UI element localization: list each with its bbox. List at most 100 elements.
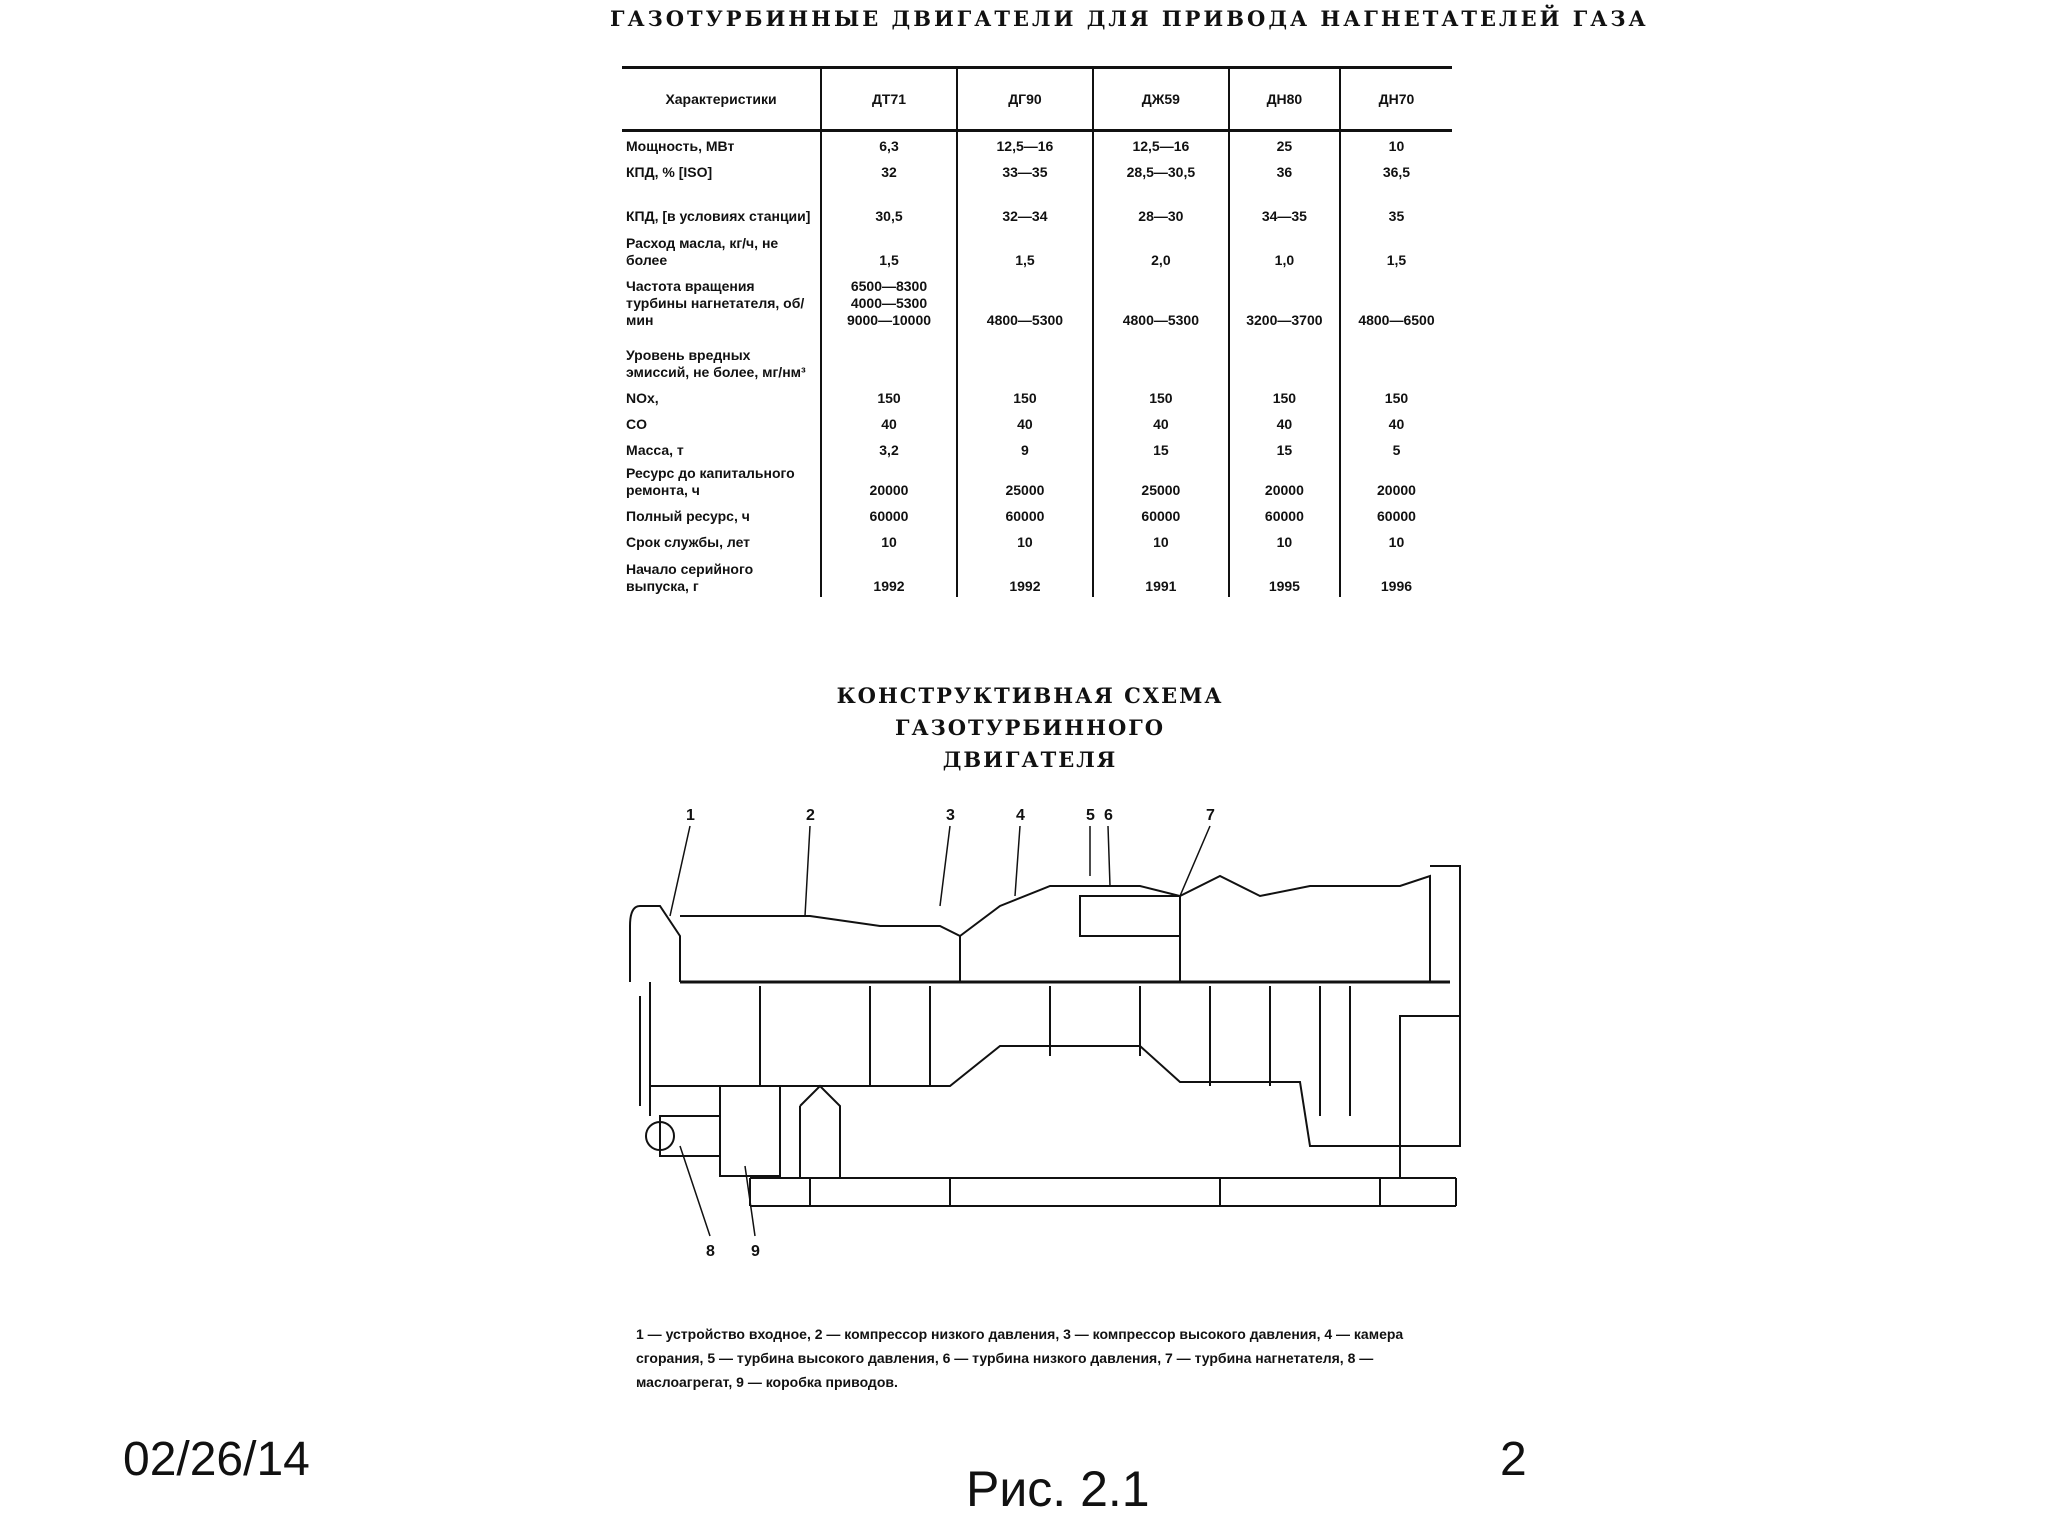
row-value: 40	[1227, 408, 1340, 435]
scheme-title: КОНСТРУКТИВНАЯ СХЕМА ГАЗОТУРБИННОГО ДВИГ…	[820, 680, 1240, 776]
row-label: CO	[626, 415, 647, 432]
hp-compressor-casing	[959, 885, 1181, 982]
drive-support	[799, 1084, 841, 1178]
row-value: 1996	[1338, 552, 1452, 597]
row-value: 40	[1091, 408, 1229, 435]
row-value: 150	[1091, 382, 1229, 409]
diagram-label-8: 8	[706, 1243, 715, 1260]
row-label: Частота вращения турбины нагнетателя, об…	[626, 277, 805, 328]
table-row: Частота вращения турбины нагнетателя, об…	[622, 270, 1452, 331]
leader-lines	[669, 825, 1211, 1237]
header-dt71: ДТ71	[820, 66, 957, 132]
row-value: 4800—5300	[1091, 270, 1229, 331]
row-label: Масса, т	[626, 441, 684, 458]
row-value: 1995	[1227, 552, 1340, 597]
figure-label: Рис. 2.1	[966, 1461, 1150, 1517]
row-value: 10	[1338, 526, 1452, 553]
row-value: 10	[1227, 526, 1340, 553]
row-label: NOx,	[626, 389, 659, 406]
row-label: Начало серийного выпуска, г	[626, 560, 754, 594]
row-value: 10	[820, 526, 957, 553]
table-header-row: Характеристики ДТ71 ДГ90 ДЖ59 ДН80 ДН70	[622, 66, 1452, 132]
row-value: 5	[1338, 434, 1452, 461]
row-value: 3,2	[820, 434, 957, 461]
scheme-title-line1: КОНСТРУКТИВНАЯ СХЕМА	[836, 683, 1224, 708]
row-value: 150	[955, 382, 1093, 409]
gas-turbine-engine-diagram: 1 2 3 4 5 6 7 8 9	[629, 807, 1461, 1260]
row-value: 60000	[1091, 500, 1229, 527]
row-value	[1227, 330, 1340, 383]
lower-casing	[649, 982, 1401, 1178]
header-dzh59: ДЖ59	[1091, 66, 1229, 132]
row-value: 15	[1091, 434, 1229, 461]
gearbox	[719, 1085, 781, 1177]
row-label: Уровень вредных эмиссий, не более, мг/нм…	[626, 346, 806, 380]
oil-unit	[659, 1115, 721, 1157]
row-value: 1992	[955, 552, 1093, 597]
scheme-title-line2: ГАЗОТУРБИННОГО ДВИГАТЕЛЯ	[894, 715, 1166, 772]
oil-pump	[645, 1121, 675, 1151]
row-value	[1091, 330, 1229, 383]
inlet-device	[629, 905, 681, 1116]
row-value: 25000	[1091, 460, 1229, 501]
diagram-label-4: 4	[1016, 807, 1025, 824]
diagram-label-1: 1	[686, 807, 695, 824]
row-value: 3200—3700	[1227, 270, 1340, 331]
row-value	[1338, 330, 1452, 383]
row-value: 150	[1338, 382, 1452, 409]
diagram-label-6: 6	[1104, 807, 1113, 824]
row-value: 60000	[955, 500, 1093, 527]
row-value: 20000	[820, 460, 957, 501]
engine-spec-table: Характеристики ДТ71 ДГ90 ДЖ59 ДН80 ДН70 …	[622, 66, 1452, 597]
row-label: Срок службы, лет	[626, 533, 751, 550]
row-value: 6500—8300 4000—5300 9000—10000	[820, 270, 957, 331]
row-value: 28—30	[1091, 182, 1229, 227]
row-value: 2,0	[1091, 226, 1229, 271]
row-value: 150	[1227, 382, 1340, 409]
row-value: 36,5	[1338, 156, 1452, 183]
row-value: 150	[820, 382, 957, 409]
row-value: 1991	[1091, 552, 1229, 597]
row-value: 1,5	[820, 226, 957, 271]
slide-number: 2	[1500, 1433, 1527, 1486]
table-row: Уровень вредных эмиссий, не более, мг/нм…	[622, 330, 1452, 383]
row-label: Ресурс до капитального ремонта, ч	[626, 464, 795, 498]
row-value: 40	[955, 408, 1093, 435]
row-value: 25000	[955, 460, 1093, 501]
row-value: 40	[1338, 408, 1452, 435]
struts	[759, 986, 1351, 1116]
row-value: 9	[955, 434, 1093, 461]
row-label: Расход масла, кг/ч, не более	[626, 234, 779, 268]
row-value: 10	[955, 526, 1093, 553]
row-label: Мощность, МВт	[626, 137, 735, 154]
row-value: 1,5	[955, 226, 1093, 271]
row-value: 12,5—16	[955, 130, 1093, 157]
row-value: 20000	[1338, 460, 1452, 501]
row-value: 60000	[820, 500, 957, 527]
document-title: ГАЗОТУРБИННЫЕ ДВИГАТЕЛИ ДЛЯ ПРИВОДА НАГН…	[610, 6, 1649, 31]
row-value: 1,0	[1227, 226, 1340, 271]
row-label: КПД, [в условиях станции]	[626, 207, 811, 224]
row-value: 1,5	[1338, 226, 1452, 271]
row-value: 4800—5300	[955, 270, 1093, 331]
turbine-casing	[1179, 874, 1431, 982]
row-value: 1992	[820, 552, 957, 597]
row-value: 60000	[1227, 500, 1340, 527]
exhaust-collector	[1399, 865, 1461, 1147]
row-value: 12,5—16	[1091, 130, 1229, 157]
row-value: 32	[820, 156, 957, 183]
row-value: 40	[820, 408, 957, 435]
engine-base-frame	[749, 1177, 1457, 1207]
row-label: Полный ресурс, ч	[626, 507, 750, 524]
row-value: 25	[1227, 130, 1340, 157]
diagram-label-2: 2	[806, 807, 815, 824]
diagram-label-3: 3	[946, 807, 955, 824]
row-value	[955, 330, 1093, 383]
